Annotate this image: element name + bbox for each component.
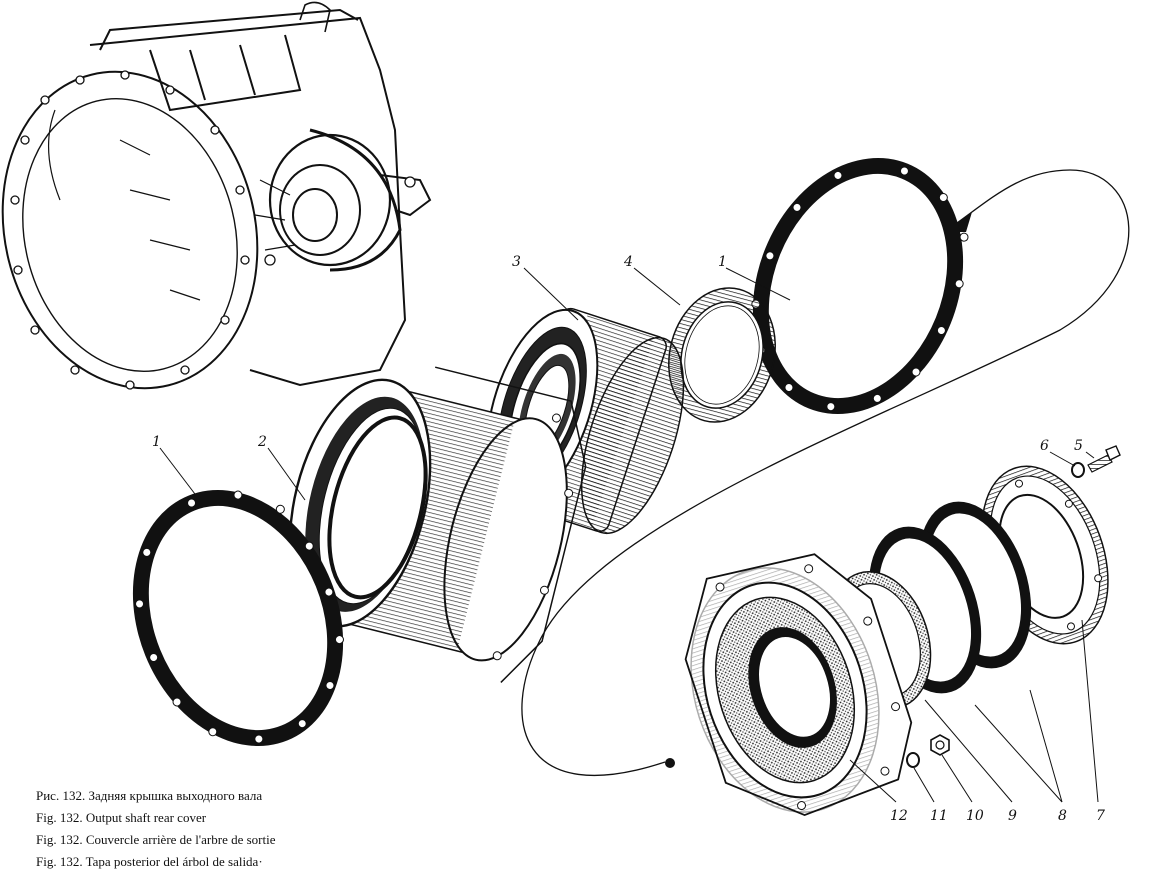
callout-3: 3 <box>512 254 521 270</box>
caption-russian: Рис. 132. Задняя крышка выходного вала <box>36 788 263 803</box>
callout-5: 5 <box>1074 438 1083 454</box>
callout-1-left: 1 <box>152 434 161 450</box>
caption-spanish: Fig. 132. Tapa posterior del árbol de sa… <box>36 854 263 869</box>
callout-11: 11 <box>930 808 948 824</box>
leader-lines <box>159 267 1099 803</box>
callout-6: 6 <box>1040 438 1049 454</box>
callout-12: 12 <box>890 808 908 824</box>
callout-7: 7 <box>1096 808 1105 824</box>
callout-10: 10 <box>966 808 984 824</box>
gasket-1-top <box>751 158 969 414</box>
gasket-1-left <box>132 490 344 746</box>
ring-4 <box>668 287 776 423</box>
nut-10 <box>930 734 950 756</box>
washer-6 <box>1071 462 1085 478</box>
gearbox-housing <box>1 1 432 390</box>
rear-cover-12 <box>684 553 913 817</box>
callout-numbers: 3 4 1 1 2 6 5 12 11 10 9 8 7 <box>152 254 1105 824</box>
washer-11 <box>906 752 920 768</box>
callout-8: 8 <box>1058 808 1067 824</box>
callout-2: 2 <box>257 434 267 450</box>
path-start-dot <box>665 758 675 768</box>
caption-english: Fig. 132. Output shaft rear cover <box>36 810 207 825</box>
caption-french: Fig. 132. Couvercle arrière de l'arbre d… <box>36 832 276 847</box>
bolt-5 <box>1087 445 1121 473</box>
housing-bolt-holes <box>10 70 416 390</box>
callout-4: 4 <box>623 254 633 270</box>
cover-sleeve-2 <box>288 366 587 683</box>
callout-9: 9 <box>1008 808 1017 824</box>
callout-1-top: 1 <box>718 254 727 270</box>
